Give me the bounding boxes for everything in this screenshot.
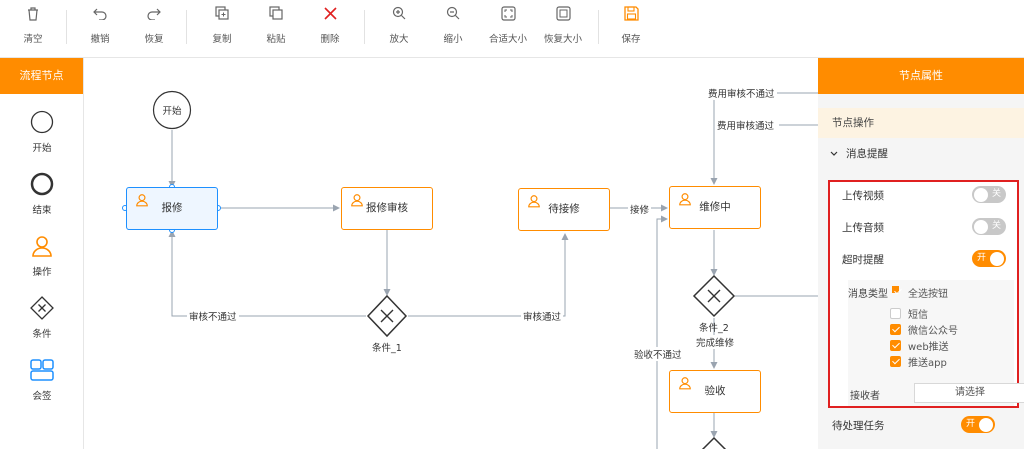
user-icon — [136, 194, 148, 207]
user-icon — [351, 194, 363, 207]
palette-title: 流程节点 — [0, 58, 83, 94]
option-app-push-checkbox[interactable] — [890, 356, 901, 367]
gateway-cond2-label: 条件_2 — [699, 323, 729, 334]
countersign-icon — [30, 359, 54, 381]
undo-icon — [72, 6, 128, 28]
fit-screen-icon — [480, 6, 536, 28]
pending-task-label: 待处理任务 — [832, 420, 885, 432]
node-repairing[interactable]: 维修中 — [669, 186, 761, 229]
zoom-out-button[interactable]: 缩小 — [425, 6, 481, 52]
upload-audio-toggle[interactable]: 关 — [972, 218, 1006, 235]
clear-button[interactable]: 清空 — [5, 6, 61, 52]
flow-edges — [122, 90, 818, 449]
option-app-push-label: 推送app — [908, 358, 947, 369]
user-icon — [679, 377, 691, 390]
edge-label-cost-pass: 费用审核通过 — [715, 118, 777, 132]
save-icon — [603, 6, 659, 28]
edge-label-accept-fail: 验收不通过 — [632, 347, 684, 361]
zoom-in-button[interactable]: 放大 — [371, 6, 427, 52]
edge-label-repair-done: 完成维修 — [694, 335, 737, 349]
palette-item-condition[interactable]: 条件 — [0, 296, 84, 340]
node-wait-receive[interactable]: 待接修 — [518, 188, 610, 231]
upload-video-toggle[interactable]: 关 — [972, 186, 1006, 203]
end-circle-icon — [30, 172, 54, 196]
user-icon — [528, 195, 540, 208]
reset-size-button[interactable]: 恢复大小 — [535, 6, 591, 52]
user-icon — [32, 236, 52, 257]
zoom-in-icon — [371, 6, 427, 28]
start-node-label: 开始 — [162, 106, 182, 117]
option-sms-label: 短信 — [908, 310, 928, 321]
actual-size-icon — [535, 6, 591, 28]
paste-icon — [248, 6, 304, 28]
gateway-diamond-icon — [30, 296, 54, 320]
properties-title: 节点属性 — [818, 58, 1024, 94]
edge-label-review-fail: 审核不通过 — [187, 309, 239, 323]
pending-task-toggle[interactable]: 开 — [961, 416, 995, 433]
chevron-down-icon — [830, 148, 838, 160]
palette-item-operation[interactable]: 操作 — [0, 234, 84, 278]
trash-icon — [5, 6, 61, 28]
copy-button[interactable]: 复制 — [194, 6, 250, 52]
palette-item-start[interactable]: 开始 — [0, 110, 84, 154]
upload-video-label: 上传视频 — [842, 190, 884, 202]
group-message-reminder[interactable]: 消息提醒 — [830, 146, 888, 161]
flow-canvas[interactable]: 开始 报修 报修审核 待接修 维修中 验收 条件_1 条件_2 审核不通过 审核… — [85, 59, 818, 449]
user-icon — [679, 193, 691, 206]
edge-label-review-pass: 审核通过 — [521, 309, 564, 323]
properties-panel: 节点属性 节点操作 消息提醒 上传视频 关 上传音频 关 超时提醒 开 消息类型… — [818, 58, 1024, 449]
node-palette: 流程节点 开始 结束 操作 条件 会签 — [0, 58, 84, 449]
node-acceptance[interactable]: 验收 — [669, 370, 761, 413]
delete-button[interactable]: 删除 — [302, 6, 358, 52]
message-type-panel: 消息类型 全选按钮 短信 微信公众号 web推送 推送app 接收者 请选择 — [848, 280, 1024, 406]
option-wechat-label: 微信公众号 — [908, 326, 958, 337]
copy-icon — [194, 6, 250, 28]
gateway-cond1-label: 条件_1 — [372, 343, 402, 354]
select-all-label: 全选按钮 — [908, 289, 948, 300]
palette-item-countersign[interactable]: 会签 — [0, 358, 84, 402]
option-web-push-checkbox[interactable] — [890, 340, 901, 351]
toolbar: 清空 撤销 恢复 复制 粘贴 删除 放大 缩小 合适大小 恢复大小 保存 — [0, 0, 1024, 58]
start-circle-icon — [30, 110, 54, 134]
section-node-operation: 节点操作 — [818, 108, 1024, 138]
close-icon — [302, 6, 358, 28]
save-button[interactable]: 保存 — [603, 6, 659, 52]
redo-icon — [126, 6, 182, 28]
edge-label-receive: 接修 — [628, 202, 652, 216]
edge-label-cost-fail: 费用审核不通过 — [706, 86, 777, 100]
zoom-out-icon — [425, 6, 481, 28]
message-type-label: 消息类型 — [848, 289, 888, 300]
option-sms-checkbox[interactable] — [890, 308, 901, 319]
undo-button[interactable]: 撤销 — [72, 6, 128, 52]
receiver-label: 接收者 — [850, 391, 880, 402]
fit-size-button[interactable]: 合适大小 — [480, 6, 536, 52]
receiver-select[interactable]: 请选择 — [914, 383, 1024, 403]
node-baoxiu[interactable]: 报修 — [126, 187, 218, 230]
select-all-checkbox[interactable] — [892, 286, 899, 293]
timeout-remind-toggle[interactable]: 开 — [972, 250, 1006, 267]
upload-audio-label: 上传音频 — [842, 222, 884, 234]
node-baoxiu-review[interactable]: 报修审核 — [341, 187, 433, 230]
option-wechat-checkbox[interactable] — [890, 324, 901, 335]
palette-item-end[interactable]: 结束 — [0, 172, 84, 216]
message-settings-box: 上传视频 关 上传音频 关 超时提醒 开 消息类型 全选按钮 短信 微信公众号 … — [828, 180, 1024, 408]
redo-button[interactable]: 恢复 — [126, 6, 182, 52]
paste-button[interactable]: 粘贴 — [248, 6, 304, 52]
timeout-remind-label: 超时提醒 — [842, 254, 884, 266]
option-web-push-label: web推送 — [908, 342, 949, 353]
